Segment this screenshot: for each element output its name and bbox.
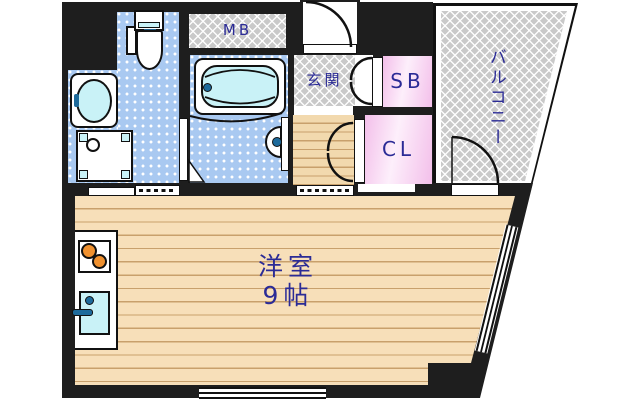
- bathtub-basin: [201, 65, 279, 108]
- pan-corner: [121, 133, 130, 142]
- corridor-floor: [293, 115, 354, 185]
- main-room-name: 洋室: [257, 252, 318, 282]
- shoe-box: SB: [383, 56, 432, 107]
- corridor-accordion-door: [296, 185, 354, 196]
- washbasin-faucet: [74, 94, 79, 107]
- sink-faucet: [72, 309, 93, 316]
- bathroom-door-leaf: [179, 118, 188, 181]
- closet-door-strip: [354, 119, 365, 183]
- genkan-area: [294, 55, 355, 106]
- washroom-door-panel: [88, 187, 135, 196]
- balcony-label-wrap: バルコニー: [481, 18, 509, 178]
- balcony-door-leaf: [451, 184, 499, 196]
- shoe-box-door-area: [355, 55, 373, 106]
- window-bottom: [199, 387, 326, 399]
- front-door-leaf: [303, 44, 357, 54]
- stove-burner: [92, 254, 107, 269]
- stove-burner: [81, 243, 97, 259]
- meter-box-label: MB: [222, 21, 253, 40]
- shoe-box-door-strip: [372, 57, 383, 107]
- meter-box: MB: [189, 14, 286, 48]
- pan-corner: [121, 170, 130, 179]
- closet-sill: [358, 184, 415, 192]
- genkan-step: [294, 106, 353, 115]
- shower-panel: [281, 117, 289, 171]
- pan-drain: [86, 138, 100, 152]
- pan-corner: [79, 133, 88, 142]
- entrance-label: 玄関: [306, 70, 343, 89]
- genkan-label-wrap: 玄関: [294, 55, 355, 106]
- main-room-floor: [75, 196, 515, 385]
- main-room-size: 9帖: [262, 281, 314, 310]
- closet: CL: [365, 115, 432, 184]
- balcony-label: バルコニー: [485, 48, 506, 148]
- washbasin-bowl: [76, 79, 112, 123]
- washroom-accordion-door: [135, 185, 180, 196]
- shoe-box-label: SB: [390, 69, 425, 93]
- pan-corner: [79, 170, 88, 179]
- main-room-label: 洋室 9帖: [215, 246, 361, 318]
- closet-label: CL: [381, 137, 416, 161]
- bathtub-drain: [203, 83, 212, 92]
- toilet-bowl: [136, 30, 163, 70]
- sink-drain: [85, 296, 94, 305]
- toilet-lid: [138, 22, 160, 28]
